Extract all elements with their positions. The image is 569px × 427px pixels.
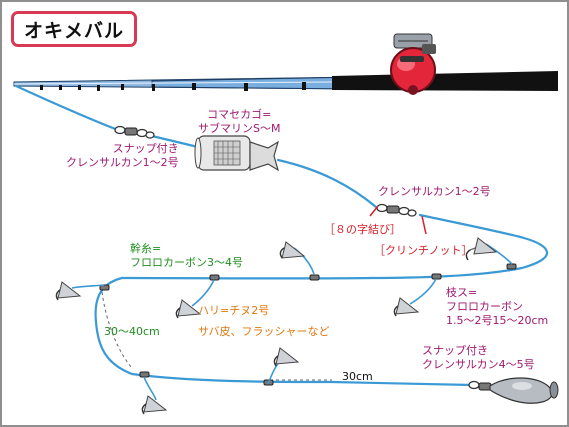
branch-lines (71, 243, 513, 401)
bait-label: サバ皮、フラッシャーなど (198, 325, 330, 338)
main-line-label-line2: フロロカーボン3〜4号 (130, 256, 243, 269)
title-box: オキメバル (11, 11, 137, 47)
rod (13, 71, 558, 91)
clinch-knot-label: ［クリンチノット］ (374, 244, 473, 257)
top-snap-label-line2: クレンサルカン1〜2号 (66, 156, 179, 169)
top-snap-label-line1: スナップ付き (112, 142, 179, 155)
swivel-icon (139, 371, 150, 378)
hooks (55, 237, 498, 415)
hook-icon (393, 297, 420, 317)
branch-line-label-line1: 枝ス= (446, 286, 478, 299)
basket-label-line2: サブマリンS〜M (198, 122, 281, 135)
swivel-icon (376, 203, 417, 217)
swivel-icon (99, 284, 110, 291)
fishing-line (14, 84, 548, 387)
top-snap-label: スナップ付き クレンサルカン1〜2号 (66, 142, 179, 170)
page-title: オキメバル (23, 19, 124, 42)
dist-bottom-label: 30cm (342, 370, 373, 383)
branch-line-label-line2: フロロカーボン (446, 300, 523, 313)
bottom-snap-label: スナップ付き クレンサルカン4〜5号 (422, 344, 535, 372)
main-line-label: 幹糸= フロロカーボン3〜4号 (130, 242, 243, 270)
hook-icon (465, 237, 498, 261)
hook-icon (141, 395, 168, 415)
dist-left-label: 30〜40cm (104, 325, 160, 338)
basket-label: コマセカゴ= サブマリンS〜M (198, 108, 280, 136)
hook-icon (175, 299, 202, 319)
swivel-icon (114, 125, 155, 139)
knot-pointers (369, 205, 427, 235)
sinker-icon (489, 377, 559, 404)
hook-label: ハリ=チヌ2号 (198, 304, 270, 317)
hook-icon (279, 241, 306, 259)
bottom-snap-label-line2: クレンサルカン4〜5号 (422, 358, 535, 371)
upper-swivel-label: クレンサルカン1〜2号 (378, 185, 491, 198)
branch-line-label-line3: 1.5〜2号15〜20cm (446, 314, 549, 327)
swivel-icon (431, 273, 442, 280)
branch-line-label: 枝ス= フロロカーボン 1.5〜2号15〜20cm (446, 286, 548, 328)
reel-icon (390, 33, 436, 95)
hook-icon (273, 347, 300, 367)
figure8-knot-label: ［８の字結び］ (324, 223, 401, 236)
bottom-snap-label-line1: スナップ付き (422, 344, 488, 357)
swivel-icon (468, 380, 492, 391)
swivel-icon (309, 274, 320, 281)
hook-icon (55, 281, 82, 301)
swivel-icon (209, 274, 220, 281)
basket-label-line1: コマセカゴ= (207, 108, 272, 121)
branch-swivels (99, 263, 517, 386)
measure-guides (101, 291, 332, 381)
basket-icon (194, 135, 279, 172)
main-line-label-line1: 幹糸= (130, 242, 162, 255)
swivel-icon (506, 263, 517, 270)
